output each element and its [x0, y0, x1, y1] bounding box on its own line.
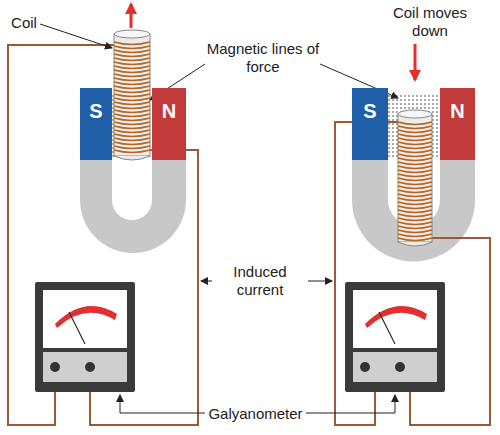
wires	[8, 45, 490, 425]
leaders	[40, 24, 398, 413]
motion-label: Coil moves down	[374, 4, 486, 40]
pole-letter: N	[162, 100, 176, 123]
motion-arrow	[414, 44, 417, 80]
galvanometers	[35, 282, 445, 392]
pole-letter: S	[363, 100, 376, 123]
magnet-body	[80, 160, 186, 253]
magnet-pole: N	[440, 88, 475, 160]
motion-arrow	[130, 4, 133, 28]
pole-letter: S	[89, 100, 102, 123]
part-label: Coil	[4, 14, 44, 32]
magnet-pole: S	[80, 88, 112, 160]
magnet-pole: S	[352, 88, 388, 160]
field-label: Magnetic lines of force	[196, 40, 330, 76]
coils	[114, 30, 432, 246]
magnet-pole: N	[152, 88, 186, 160]
current-label: Induced current	[214, 263, 306, 299]
instrument-label: Galyanometer	[205, 405, 306, 423]
pole-letter: N	[450, 100, 464, 123]
